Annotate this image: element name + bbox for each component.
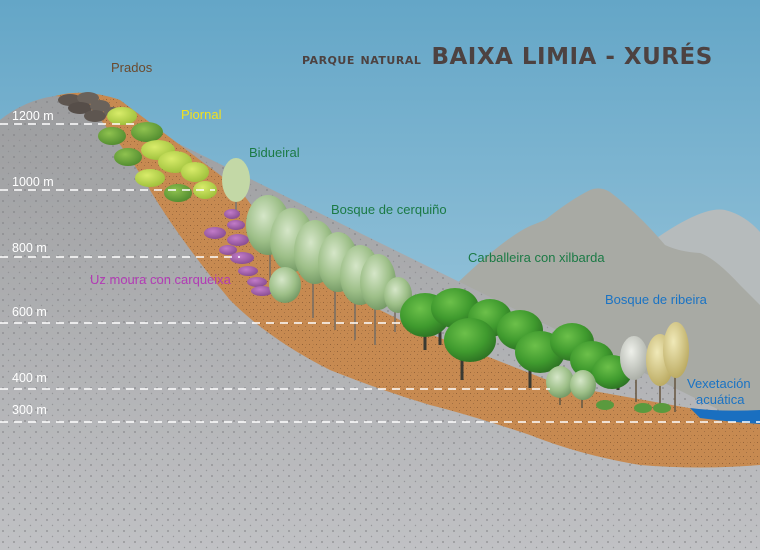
altitude-label-600: 600 m (12, 305, 47, 319)
altitude-label-800: 800 m (12, 241, 47, 255)
aquatic-vegetation (596, 400, 671, 413)
altitude-label-1200: 1200 m (12, 109, 54, 123)
title-main: BAIXA LIMIA - XURÉS (431, 44, 713, 70)
cerquino-trees (246, 195, 412, 345)
water (690, 408, 760, 424)
prados-grass (58, 92, 120, 122)
uz-moura-heather (204, 209, 273, 296)
zone-label-carballeira: Carballeira con xilbarda (468, 250, 605, 265)
zone-label-uz-moura: Uz moura con carqueixa (90, 272, 231, 287)
title-prefix: PARQUE NATURAL (302, 50, 422, 68)
zone-label-prados: Prados (111, 60, 153, 75)
zone-label-bidueiral: Bidueiral (249, 145, 300, 160)
zone-label-bosque-cerquino: Bosque de cerquiño (331, 202, 447, 217)
ribeira-trees (546, 322, 689, 412)
altitude-label-400: 400 m (12, 371, 47, 385)
bidueiral-trees (222, 158, 250, 210)
altitude-label-1000: 1000 m (12, 175, 54, 189)
zone-label-piornal: Piornal (181, 107, 222, 122)
zone-label-bosque-ribeira: Bosque de ribeira (605, 292, 707, 307)
altitude-label-300: 300 m (12, 403, 47, 417)
zone-label-acuatica: acuática (696, 392, 745, 407)
altitude-lines (0, 123, 760, 423)
piornal-shrubs (98, 107, 217, 202)
carballeira-oaks (400, 288, 632, 390)
diagram-title: PARQUE NATURAL BAIXA LIMIA - XURÉS (302, 44, 713, 70)
zone-label-vexetacion: Vexetación (687, 376, 751, 391)
